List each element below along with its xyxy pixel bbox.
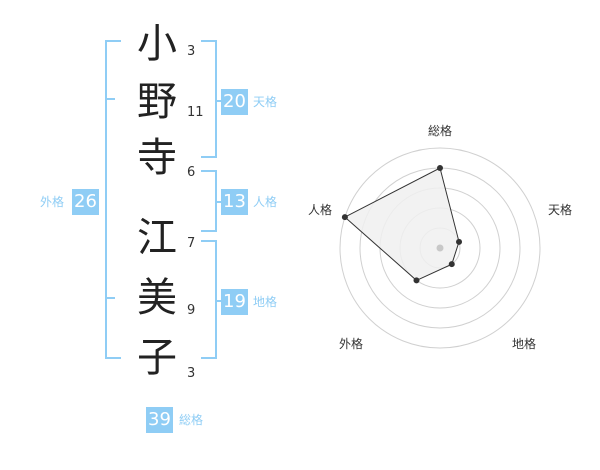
given-strokes-1: 7 [187, 236, 196, 251]
gaikaku-bracket-vertical [105, 40, 107, 359]
chikaku-bracket-vertical [215, 240, 217, 359]
jinkaku-bracket-vertical [215, 170, 217, 232]
radar-polygon [344, 167, 460, 281]
gaikaku-tick-2 [105, 297, 115, 299]
given-strokes-3: 3 [187, 366, 196, 381]
gaikaku-tick-1 [105, 98, 115, 100]
radar-axis-label-chikaku: 地格 [512, 337, 537, 351]
gaikaku-bracket-top [105, 40, 121, 42]
soukaku-label: 総格 [179, 413, 204, 427]
radar-grid-ring-5 [339, 147, 541, 349]
soukaku-value-badge: 39 [146, 407, 173, 433]
radar-point-1 [437, 165, 443, 171]
radar-axis-label-tenkaku: 天格 [548, 203, 573, 217]
chikaku-bracket-top [201, 240, 217, 242]
surname-strokes-3: 6 [187, 165, 196, 180]
radar-point-5 [341, 214, 348, 221]
gaikaku-value-badge: 26 [72, 189, 99, 215]
radar-center-dot [436, 244, 444, 252]
jinkaku-value-badge: 13 [221, 189, 248, 215]
radar-point-3 [448, 261, 455, 268]
radar-axis-label-soukaku: 総格 [428, 124, 453, 138]
given-char-1: 江 [137, 215, 177, 261]
jinkaku-bracket-top [201, 170, 217, 172]
jinkaku-bracket-connector [217, 201, 222, 203]
gaikaku-label: 外格 [40, 195, 65, 209]
surname-strokes-2: 11 [187, 105, 204, 120]
given-strokes-2: 9 [187, 303, 196, 318]
given-char-2: 美 [137, 275, 177, 321]
tenkaku-bracket-bottom [201, 156, 217, 158]
chikaku-value-badge: 19 [221, 289, 248, 315]
radar-axis-label-gaikaku: 外格 [339, 337, 364, 351]
tenkaku-value-badge: 20 [221, 89, 248, 115]
jinkaku-bracket-bottom [201, 230, 217, 232]
tenkaku-label: 天格 [253, 95, 278, 109]
chikaku-bracket-bottom [201, 357, 217, 359]
surname-char-3: 寺 [137, 135, 177, 181]
radar-axis-label-jinkaku: 人格 [308, 203, 333, 217]
surname-char-2: 野 [137, 79, 177, 125]
surname-char-1: 小 [137, 21, 177, 67]
radar-point-2 [456, 238, 463, 245]
radar-point-4 [413, 277, 420, 284]
given-char-3: 子 [137, 335, 177, 381]
jinkaku-label: 人格 [253, 195, 278, 209]
chikaku-label: 地格 [253, 295, 278, 309]
surname-strokes-1: 3 [187, 44, 196, 59]
tenkaku-bracket-connector [217, 100, 222, 102]
tenkaku-bracket-top [201, 40, 217, 42]
gaikaku-bracket-bottom [105, 357, 121, 359]
chikaku-bracket-connector [217, 300, 222, 302]
tenkaku-bracket-vertical [215, 40, 217, 158]
